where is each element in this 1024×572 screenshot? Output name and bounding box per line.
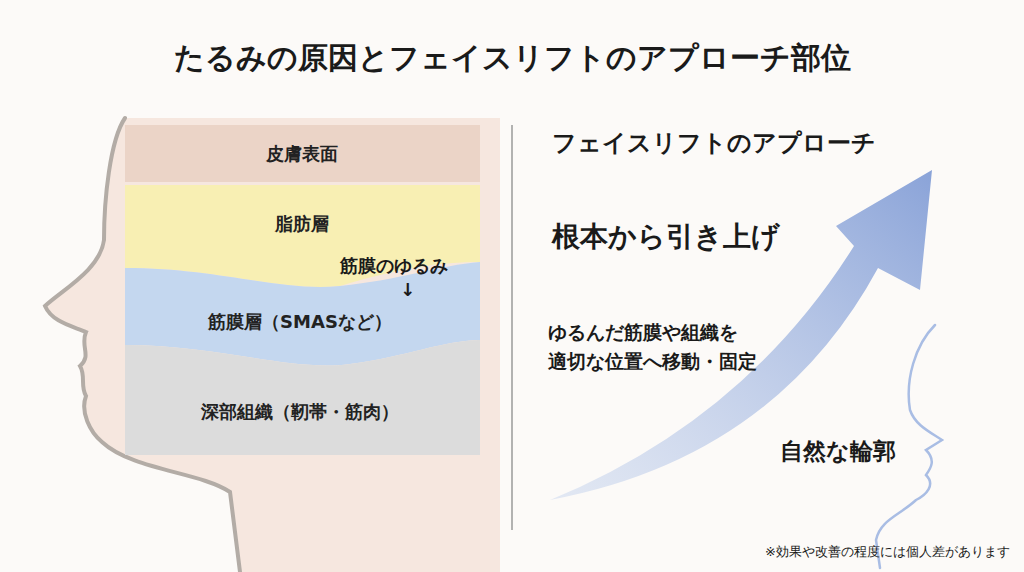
- footnote: ※効果や改善の程度には個人差があります: [765, 543, 1010, 561]
- headline: 根本から引き上げ: [552, 218, 780, 256]
- result-label: 自然な輪郭: [780, 436, 896, 467]
- layer-fill: [125, 340, 480, 455]
- description: ゆるんだ筋膜や組織を 適切な位置へ移動・固定: [548, 318, 780, 377]
- layer-label: 深部組織（靭帯・筋肉）: [201, 400, 399, 424]
- layer-fill: [125, 125, 480, 182]
- layer-label: 脂肪層: [275, 212, 329, 236]
- layer-label: 皮膚表面: [266, 142, 338, 166]
- down-arrow: ↓: [400, 279, 415, 300]
- divider: [511, 125, 513, 530]
- annotation: 筋膜のゆるみ: [340, 254, 448, 278]
- skin-layer: 皮膚表面: [125, 125, 480, 182]
- head-fill: [45, 118, 500, 572]
- title: たるみの原因とフェイスリフトのアプローチ部位: [0, 38, 1024, 79]
- deep-tissue-layer: 深部組織（靭帯・筋肉）: [125, 338, 480, 456]
- layer-shape: [125, 338, 480, 456]
- panel-heading: フェイスリフトのアプローチ: [552, 127, 876, 159]
- layer-label: 筋膜層（SMASなど）: [208, 310, 392, 334]
